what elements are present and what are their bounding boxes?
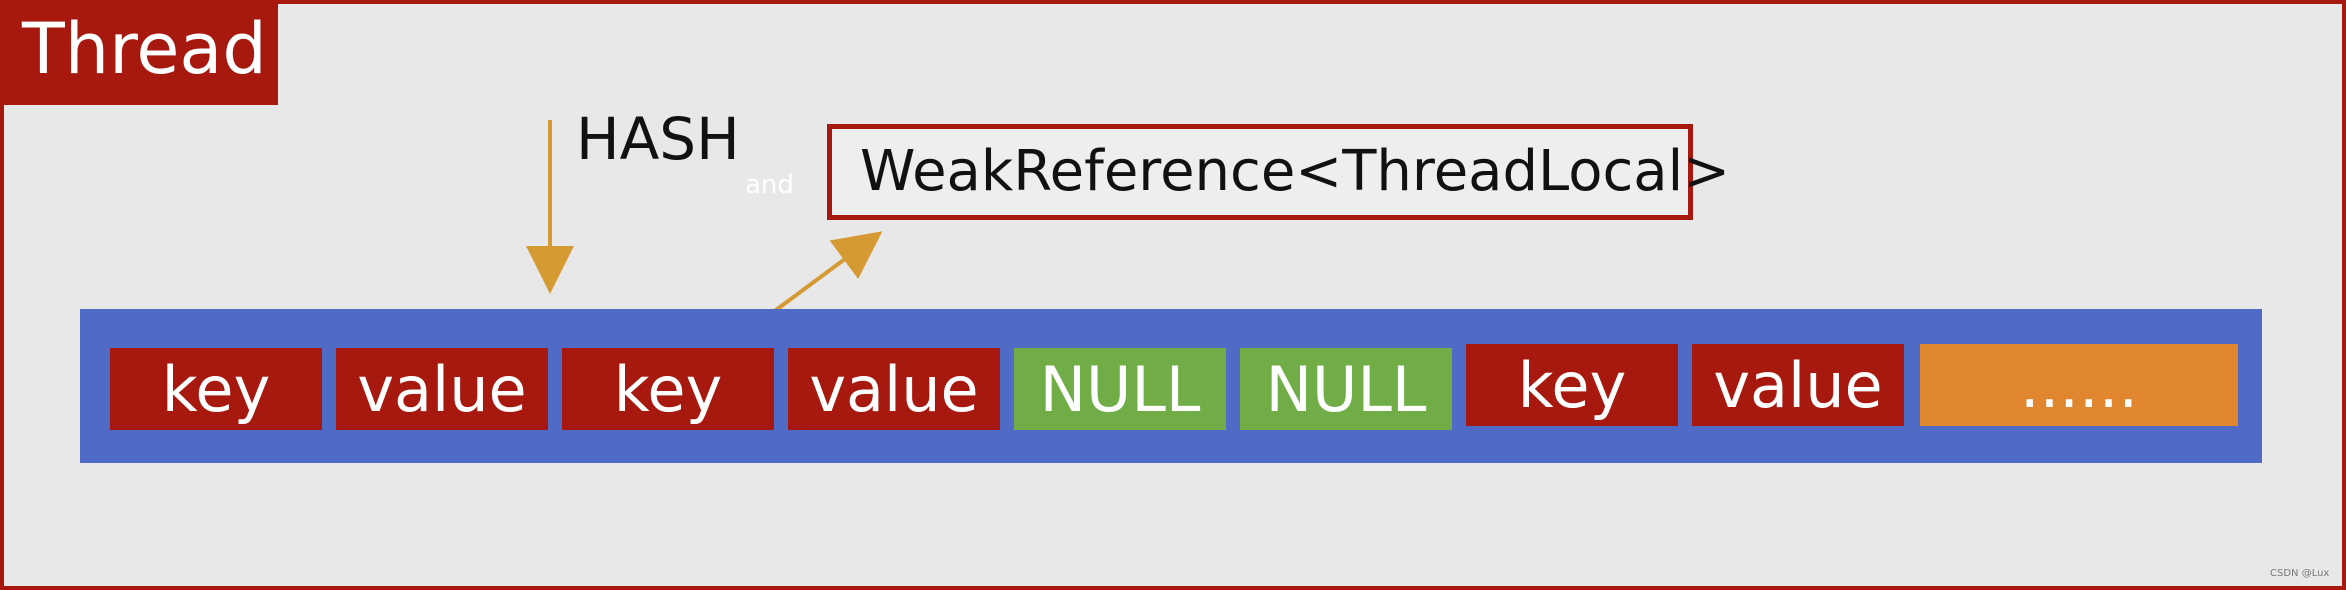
entry-value-cell-2: value — [788, 348, 1000, 430]
null-label-2: NULL — [1265, 352, 1427, 426]
entry-value-label-2: value — [809, 352, 979, 426]
entry-key-label-3: key — [1517, 348, 1627, 422]
entry-key-cell-3: key — [1466, 344, 1678, 426]
entry-value-label-3: value — [1713, 348, 1883, 422]
and-label: and — [745, 170, 794, 200]
entry-key-label-2: key — [613, 352, 723, 426]
weak-reference-label: WeakReference<ThreadLocal> — [860, 139, 1731, 204]
entry-value-cell-1: value — [336, 348, 548, 430]
null-label-1: NULL — [1039, 352, 1201, 426]
more-entries-cell: ...... — [1920, 344, 2238, 426]
hash-label: HASH — [576, 105, 740, 173]
entry-value-label-1: value — [357, 352, 527, 426]
entry-key-label-1: key — [161, 352, 271, 426]
weak-reference-box: WeakReference<ThreadLocal> — [827, 124, 1730, 220]
entry-key-cell-1: key — [110, 348, 322, 430]
null-cell-1: NULL — [1014, 348, 1226, 430]
thread-title: Thread — [0, 0, 278, 105]
entry-value-cell-3: value — [1692, 344, 1904, 426]
null-cell-2: NULL — [1240, 348, 1452, 430]
entry-key-cell-2: key — [562, 348, 774, 430]
more-entries-label: ...... — [2019, 348, 2139, 422]
watermark: CSDN @Lux — [2270, 568, 2330, 579]
